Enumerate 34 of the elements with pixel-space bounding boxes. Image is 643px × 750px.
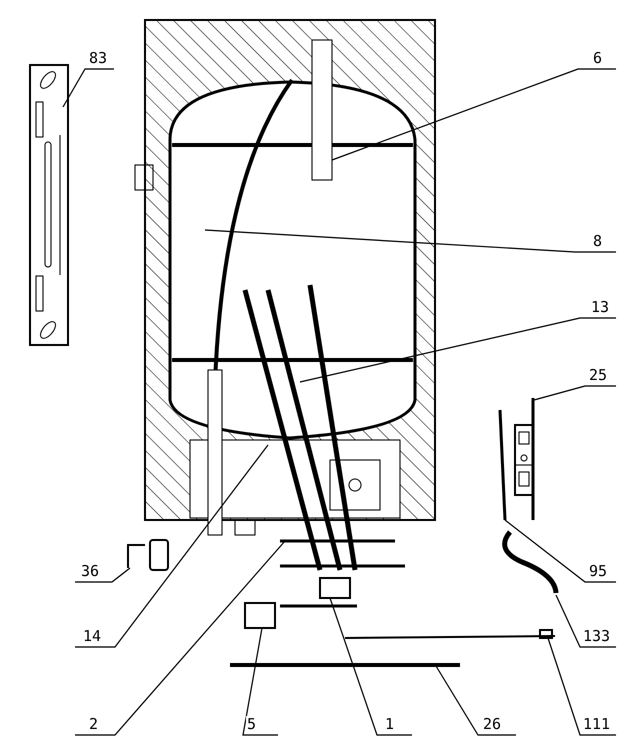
leader-line	[504, 520, 616, 583]
callout-number: 25	[588, 367, 608, 383]
leader-line	[75, 568, 130, 583]
callout-number: 133	[582, 628, 612, 644]
callout-number: 5	[246, 716, 258, 732]
callout-number: 14	[82, 628, 102, 644]
heating-element-box	[319, 577, 351, 599]
strip-drawing	[498, 410, 506, 520]
callout-number: 6	[592, 50, 604, 66]
leader-line	[329, 598, 412, 736]
leader-line	[332, 68, 616, 161]
thermostat-box	[244, 602, 276, 629]
callout-number: 111	[582, 716, 612, 732]
leader-line	[555, 594, 616, 648]
callout-number: 26	[482, 716, 502, 732]
flange-plate-drawing	[280, 540, 405, 568]
leader-line	[547, 638, 616, 736]
leader-line	[75, 444, 268, 648]
rod-drawing	[345, 629, 555, 639]
callout-number: 13	[590, 299, 610, 315]
leader-line	[534, 385, 616, 401]
callout-number: 95	[588, 563, 608, 579]
callout-number: 36	[80, 563, 100, 579]
leader-line	[204, 229, 616, 253]
leader-line	[62, 68, 114, 108]
control-panel-drawing	[514, 398, 534, 520]
leader-line	[75, 540, 286, 736]
leader-line	[242, 628, 278, 736]
leader-line	[435, 666, 516, 736]
callout-number: 1	[384, 716, 396, 732]
leader-line	[300, 317, 616, 383]
callout-number: 83	[88, 50, 108, 66]
callout-number: 8	[592, 233, 604, 249]
callout-number: 2	[88, 716, 100, 732]
